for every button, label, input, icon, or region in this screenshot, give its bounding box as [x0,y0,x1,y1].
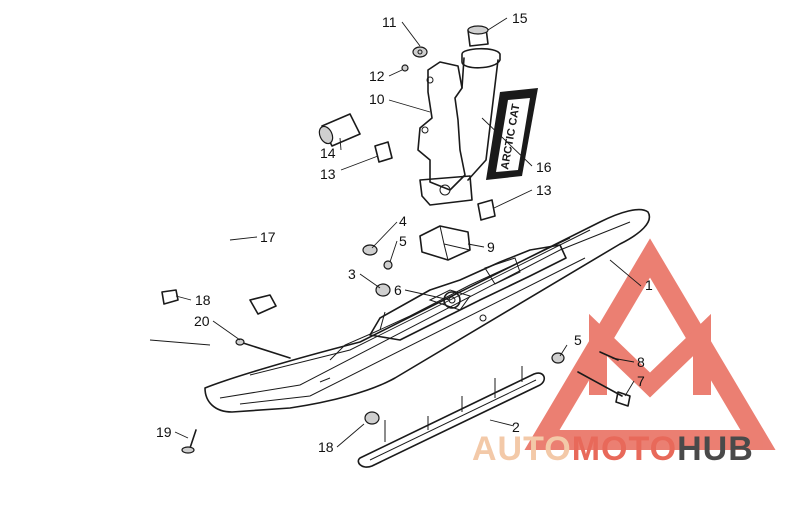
nut-11 [412,46,428,58]
nut-4 [362,244,378,256]
nut-3 [375,283,391,297]
bumper-block [419,225,471,261]
callout-17: 17 [260,229,276,245]
ski-loop-handle [133,236,277,330]
washer-5-lower [551,352,565,364]
bushing-13-lower [477,199,496,221]
decal: ARCTIC CAT [486,88,538,180]
nut-18-lower [364,411,380,425]
callout-6: 6 [394,282,402,298]
callout-20: 20 [194,313,210,329]
callout-11: 11 [382,14,397,30]
wear-bar [357,366,546,468]
svg-text:AUTOMOTOHUB: AUTOMOTOHUB [472,430,754,468]
callout-16: 16 [536,159,552,175]
callout-18b: 18 [318,439,334,455]
callout-19: 19 [156,424,172,440]
callout-12: 12 [369,68,385,84]
callout-1: 1 [645,277,653,293]
callout-10: 10 [369,91,385,107]
callout-8: 8 [637,354,645,370]
callout-5a: 5 [399,233,407,249]
callout-2: 2 [512,419,520,435]
bushing-13-upper [374,141,393,163]
callout-13a: 13 [320,166,336,182]
callout-18a: 18 [195,292,211,308]
callout-4: 4 [399,213,407,229]
bushing-14 [318,113,361,147]
leader-lines [149,17,642,448]
callout-15: 15 [512,10,528,26]
cap [467,25,489,47]
ski-body [204,208,651,413]
bolt-20 [235,338,291,359]
washer-12 [401,64,409,72]
watermark-text-moto: MOTO [572,430,677,468]
watermark-text-hub: HUB [677,430,754,468]
watermark-m-icon [589,313,711,398]
callout-7: 7 [637,373,645,389]
callout-3: 3 [348,266,356,282]
watermark-text-auto: AUTO [472,430,572,468]
callout-13b: 13 [536,182,552,198]
callout-labels: 1 2 3 4 5 5 6 7 8 9 10 11 12 13 13 14 15… [156,10,653,455]
watermark-text: AUTOMOTOHUB [472,430,754,468]
watermark-logo [524,238,776,450]
spindle [417,47,501,206]
screw-19 [181,429,197,454]
washer-5-upper [383,260,393,270]
callout-5b: 5 [574,332,582,348]
callout-9: 9 [487,239,495,255]
callout-14: 14 [320,145,336,161]
